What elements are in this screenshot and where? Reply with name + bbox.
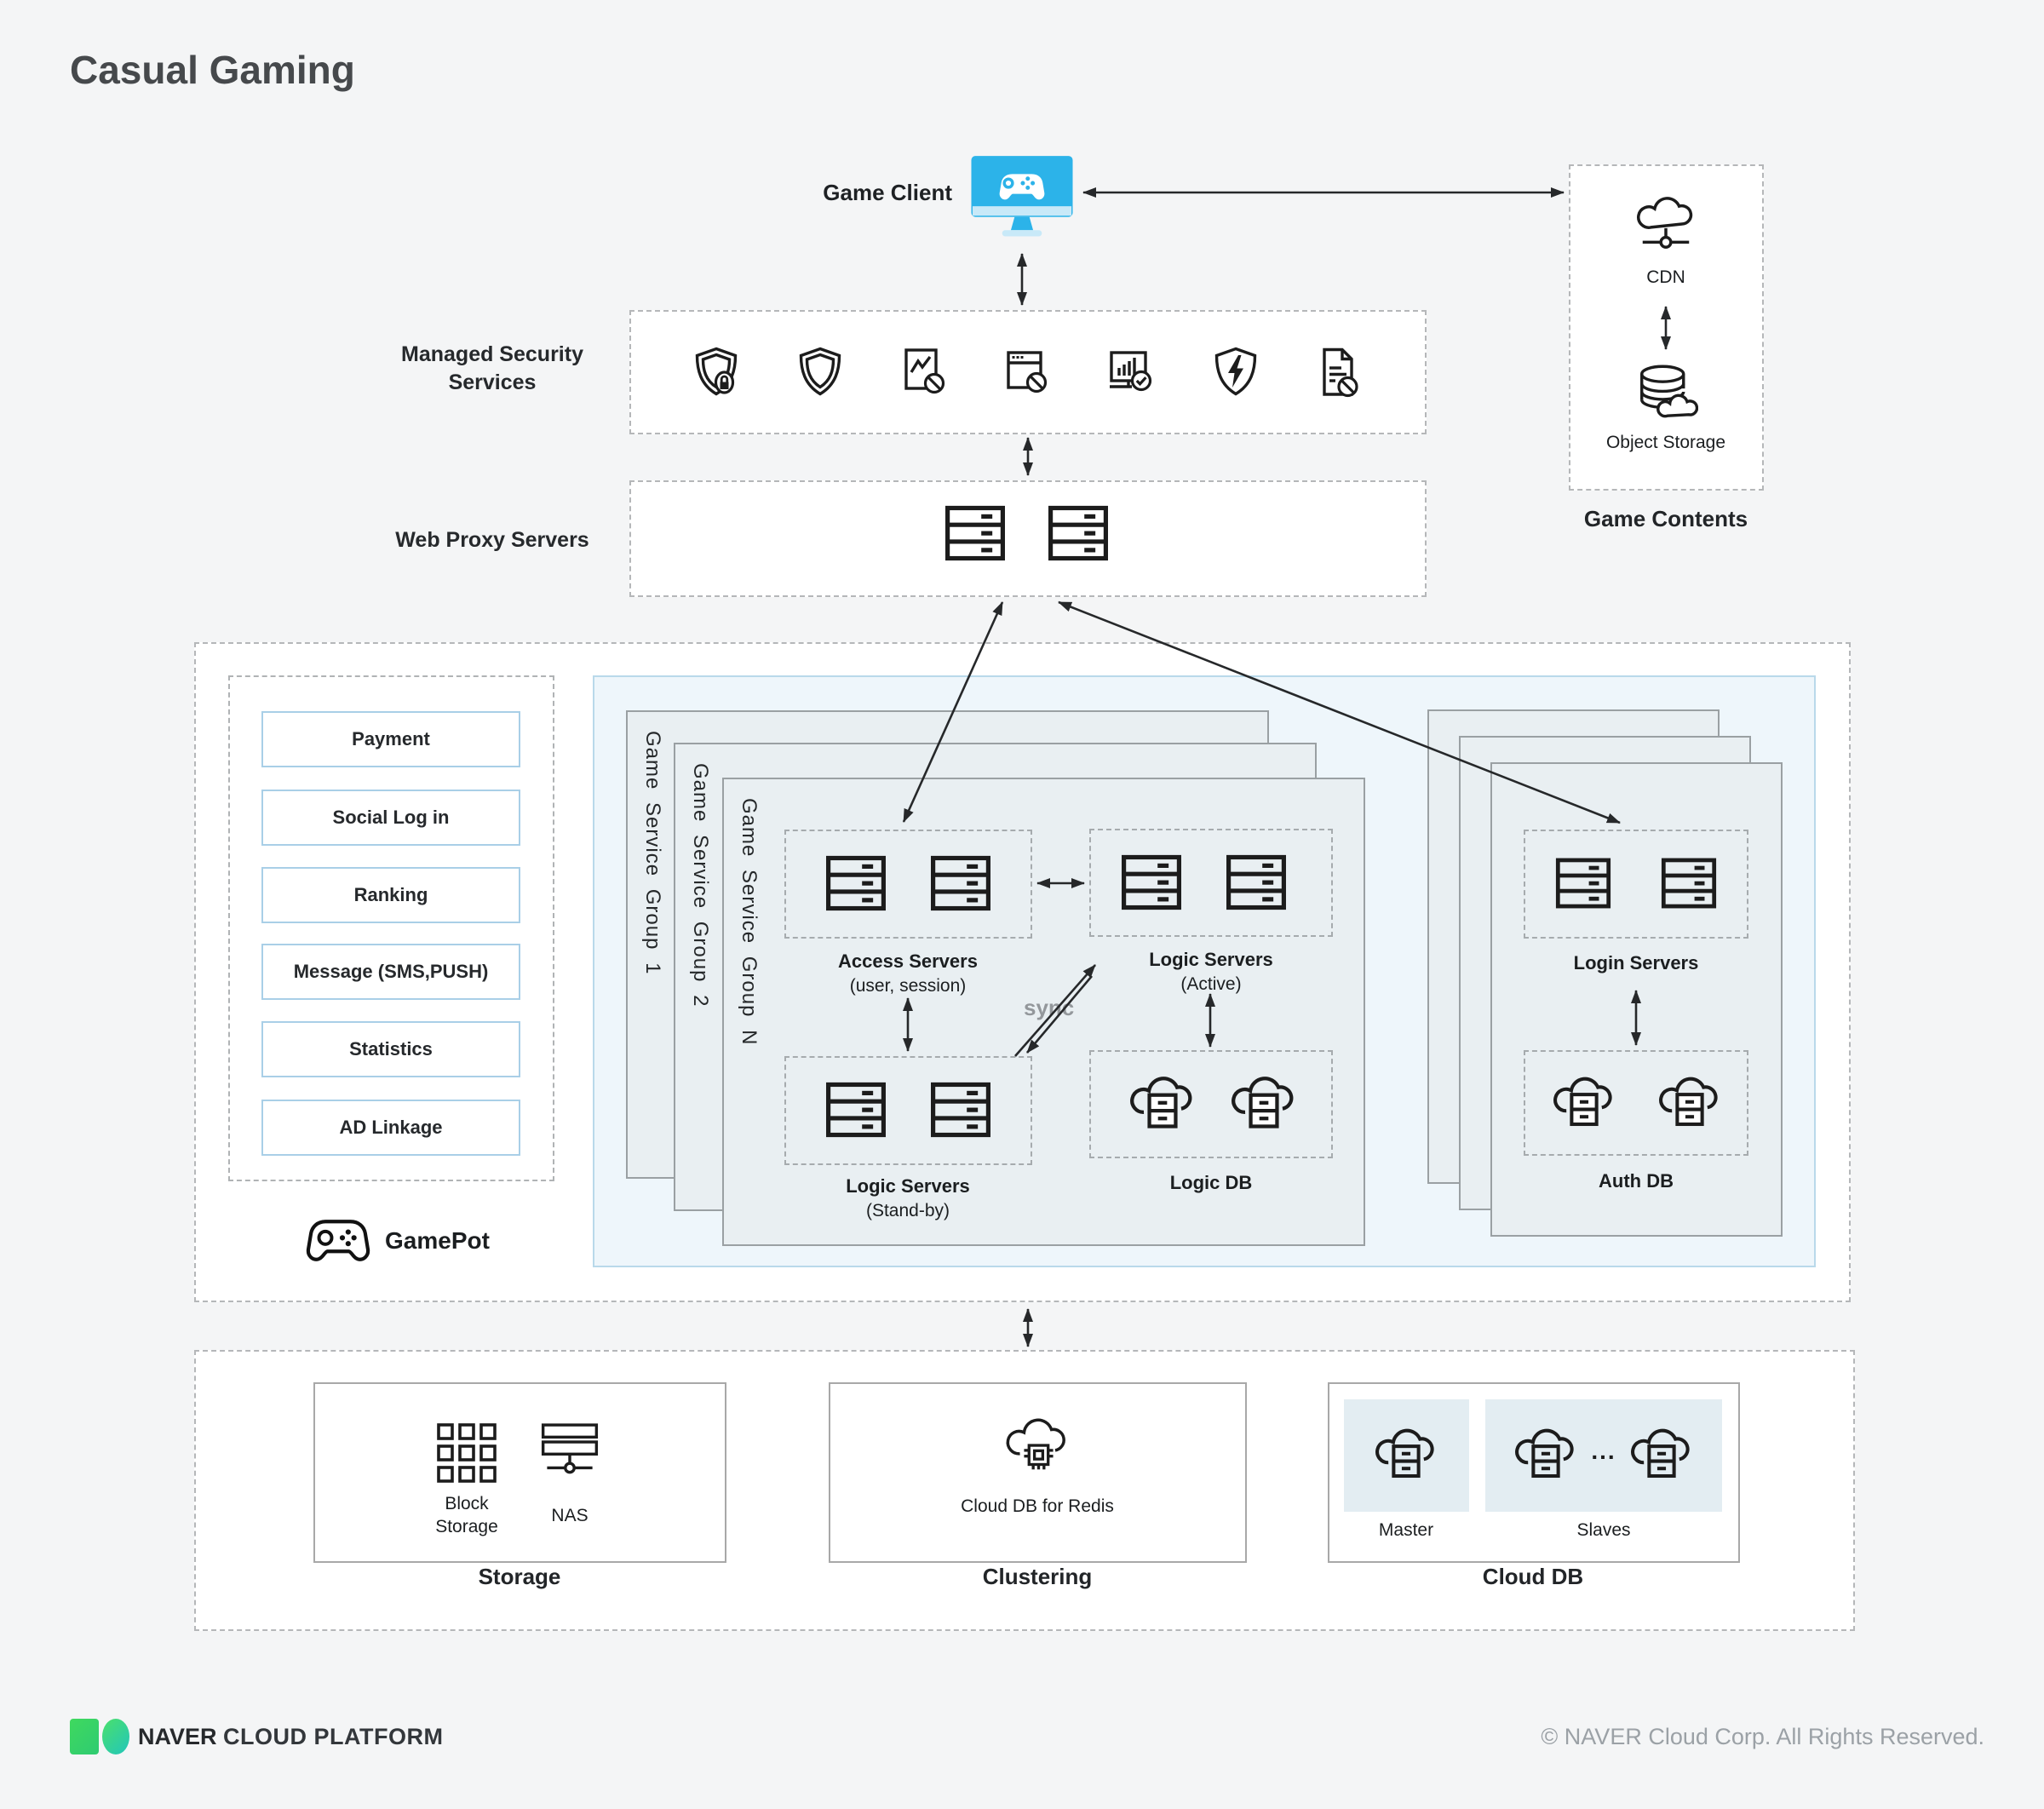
cloud-db-icon: [1375, 1424, 1437, 1482]
server-icon: [1226, 853, 1287, 911]
logic-servers-standby-box: [784, 1056, 1032, 1165]
clustering-title: Clustering: [982, 1564, 1093, 1589]
gamepot-item-label: AD Linkage: [339, 1117, 443, 1138]
server-icon: [1121, 853, 1182, 911]
shield-bolt-icon: [1209, 345, 1263, 399]
gamepot-brand: GamePot: [385, 1227, 490, 1254]
object-storage-label: Object Storage: [1605, 433, 1726, 452]
server-icon: [944, 503, 1006, 563]
game-client-label: Game Client: [823, 180, 952, 205]
login-servers-box: [1524, 830, 1748, 939]
slaves-ellipsis: ...: [1591, 1438, 1616, 1464]
gamepot-item-ranking: Ranking: [261, 867, 520, 923]
game-service-group-2-label: Game Service Group 2: [689, 763, 712, 1008]
browser-protect-icon: [1001, 345, 1055, 399]
block-storage-label: Block Storage: [435, 1494, 498, 1536]
security-services-label: Managed Security Services: [375, 341, 610, 397]
brand-text: NAVER CLOUD PLATFORM: [138, 1724, 444, 1750]
access-servers-label: Access Servers: [838, 950, 978, 972]
cloud-db-icon: [1515, 1424, 1576, 1482]
game-service-group-1-label: Game Service Group 1: [641, 731, 664, 975]
server-icon: [825, 1081, 887, 1139]
server-icon: [930, 854, 991, 912]
object-storage-icon: [1633, 363, 1698, 419]
slaves-label: Slaves: [1576, 1520, 1631, 1540]
cloud-db-icon: [1659, 1072, 1720, 1130]
cloud-db-redis-icon: [1002, 1414, 1075, 1480]
security-label-line1: Managed Security: [401, 342, 583, 366]
login-servers-label: Login Servers: [1573, 952, 1699, 973]
cdn-label: CDN: [1646, 267, 1685, 287]
gamepot-item-message: Message (SMS,PUSH): [261, 944, 520, 1000]
logic-db-box: [1089, 1050, 1333, 1158]
game-client-monitor-icon: [971, 156, 1073, 238]
cloud-db-title: Cloud DB: [1482, 1564, 1584, 1589]
auth-db-box: [1524, 1050, 1748, 1156]
logo-square: [70, 1719, 99, 1754]
brand-light: CLOUD PLATFORM: [223, 1723, 444, 1749]
server-icon: [825, 854, 887, 912]
naver-cloud-logo: NAVER CLOUD PLATFORM: [70, 1719, 444, 1754]
shield-lock-icon: [689, 345, 744, 399]
document-protect-icon: [1312, 345, 1367, 399]
auth-db-label: Auth DB: [1599, 1170, 1674, 1192]
nas-label: NAS: [551, 1506, 589, 1525]
logic-servers-active-sublabel: (Active): [1180, 974, 1242, 994]
cloud-db-icon: [1631, 1424, 1692, 1482]
storage-card: [313, 1382, 726, 1563]
cloud-db-icon: [1553, 1072, 1615, 1130]
nas-icon: [537, 1422, 602, 1479]
server-icon: [1555, 857, 1611, 910]
shield-icon: [793, 345, 847, 399]
web-proxy-label: Web Proxy Servers: [395, 528, 589, 552]
image-protect-icon: [897, 345, 951, 399]
monitor-check-icon: [1105, 345, 1159, 399]
storage-title: Storage: [478, 1564, 561, 1589]
gamepot-item-ad-linkage: AD Linkage: [261, 1100, 520, 1156]
gamepot-item-label: Social Log in: [332, 807, 450, 828]
gamepad-icon: [304, 1216, 372, 1266]
master-label: Master: [1378, 1520, 1434, 1540]
game-service-group-n-label: Game Service Group N: [738, 798, 761, 1046]
cloud-db-icon: [1232, 1071, 1296, 1133]
slaves-panel: [1485, 1399, 1722, 1512]
access-servers-sublabel: (user, session): [849, 976, 967, 996]
page-title: Casual Gaming: [70, 48, 355, 92]
gamepot-item-statistics: Statistics: [261, 1021, 520, 1077]
logo-circle: [102, 1719, 129, 1754]
managed-security-box: [629, 310, 1427, 434]
gamepot-item-label: Statistics: [349, 1038, 433, 1060]
logic-servers-active-label: Logic Servers: [1149, 949, 1273, 970]
logic-db-label: Logic DB: [1169, 1172, 1253, 1193]
gamepot-box: [228, 675, 554, 1181]
server-icon: [1661, 857, 1717, 910]
copyright: © NAVER Cloud Corp. All Rights Reserved.: [1541, 1724, 1984, 1749]
gamepot-item-payment: Payment: [261, 711, 520, 767]
logic-servers-active-box: [1089, 829, 1333, 937]
security-label-line2: Services: [448, 370, 537, 394]
logic-servers-standby-sublabel: (Stand-by): [865, 1201, 950, 1220]
gamepot-item-social-login: Social Log in: [261, 790, 520, 846]
redis-label: Cloud DB for Redis: [961, 1496, 1114, 1516]
cloud-db-icon: [1130, 1071, 1195, 1133]
server-icon: [1048, 503, 1109, 563]
server-icon: [930, 1081, 991, 1139]
logic-servers-standby-label: Logic Servers: [846, 1175, 970, 1197]
web-proxy-box: [629, 480, 1427, 597]
sync-label: sync: [1024, 995, 1075, 1020]
block-storage-icon: [435, 1421, 498, 1485]
clustering-card: [829, 1382, 1247, 1563]
brand-strong: NAVER: [138, 1723, 217, 1749]
game-contents-label: Game Contents: [1583, 506, 1748, 531]
access-servers-box: [784, 830, 1032, 939]
gamepot-item-label: Ranking: [353, 884, 428, 905]
naver-logo-mark: [70, 1719, 129, 1754]
gamepot-item-label: Payment: [352, 728, 430, 749]
cdn-icon: [1631, 194, 1701, 256]
gamepot-item-label: Message (SMS,PUSH): [293, 961, 489, 982]
